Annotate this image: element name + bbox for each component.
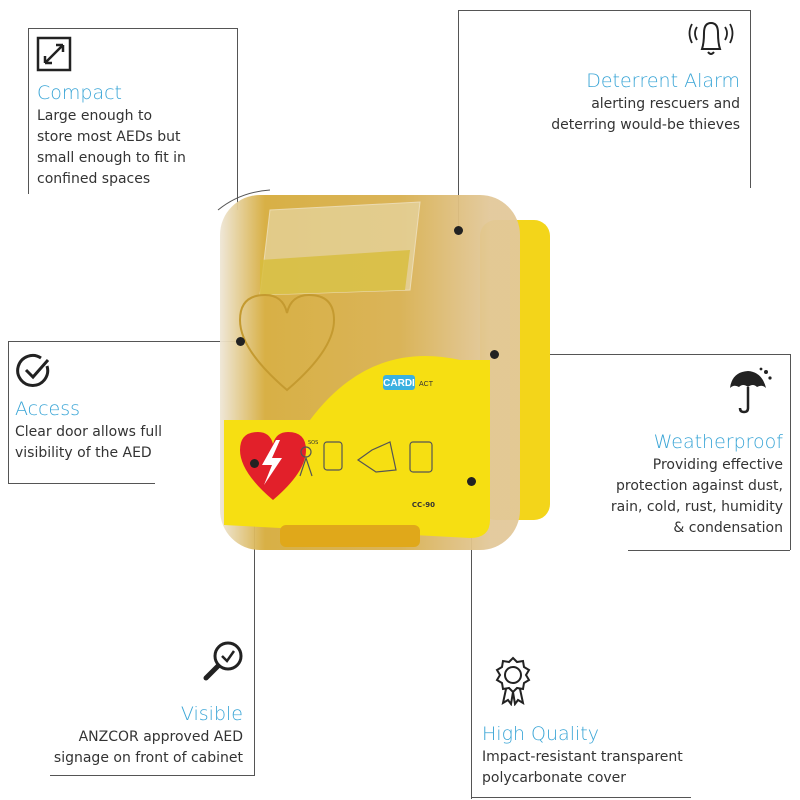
feature-title-visible: Visible	[180, 703, 243, 725]
feature-desc-visible: ANZCOR approved AED signage on front of …	[54, 727, 243, 769]
feature-title-alarm: Deterrent Alarm	[586, 70, 740, 92]
desc-line: protection against dust,	[615, 478, 783, 494]
connector-line	[494, 354, 790, 355]
aed-cabinet-image: CARDI ACT SOS CC-90	[217, 189, 550, 550]
connector-line	[8, 483, 155, 484]
award-badge-icon	[495, 656, 531, 706]
callout-dot	[466, 476, 476, 486]
desc-line: Large enough to	[37, 108, 153, 124]
resize-arrows-icon	[36, 36, 72, 72]
model-label: CC-90	[412, 501, 435, 509]
feature-desc-compact: Large enough to store most AEDs but smal…	[37, 106, 186, 190]
desc-line: & condensation	[673, 520, 783, 536]
connector-line	[254, 463, 255, 775]
magnifier-check-icon	[203, 641, 243, 681]
connector-line	[8, 341, 240, 342]
callout-dot	[249, 458, 259, 468]
feature-desc-weather: Providing effective protection against d…	[611, 455, 783, 539]
feature-title-quality: High Quality	[482, 723, 599, 745]
desc-line: ANZCOR approved AED	[78, 729, 243, 745]
bell-icon	[688, 21, 734, 55]
desc-line: polycarbonate cover	[482, 770, 627, 786]
connector-line	[8, 341, 9, 483]
callout-dot	[235, 336, 245, 346]
desc-line: visibility of the AED	[15, 445, 152, 461]
sos-label: SOS	[308, 440, 318, 446]
feature-desc-alarm: alerting rescuers and deterring would-be…	[551, 94, 740, 136]
connector-line	[471, 797, 691, 798]
brand-suffix: ACT	[419, 381, 434, 388]
connector-line	[458, 10, 459, 230]
connector-line	[471, 481, 472, 799]
connector-line	[458, 10, 751, 11]
umbrella-icon	[730, 367, 772, 414]
connector-line	[628, 550, 790, 551]
feature-title-weather: Weatherproof	[653, 431, 783, 453]
feature-title-access: Access	[15, 398, 81, 420]
callout-dot	[489, 349, 499, 359]
feature-desc-access: Clear door allows full visibility of the…	[15, 422, 162, 464]
connector-line	[790, 354, 791, 550]
connector-line	[50, 775, 255, 776]
desc-line: signage on front of cabinet	[53, 750, 243, 766]
feature-desc-quality: Impact-resistant transparent polycarbona…	[482, 747, 683, 789]
desc-line: store most AEDs but	[37, 129, 181, 145]
desc-line: small enough to fit in	[37, 150, 186, 166]
desc-line: Impact-resistant transparent	[482, 749, 683, 765]
desc-line: deterring would-be thieves	[551, 117, 740, 133]
connector-line	[28, 28, 238, 29]
connector-line	[237, 28, 238, 210]
check-circle-icon	[16, 353, 50, 387]
desc-line: Providing effective	[652, 457, 783, 473]
connector-line	[750, 10, 751, 188]
desc-line: alerting rescuers and	[591, 96, 740, 112]
desc-line: Clear door allows full	[15, 424, 162, 440]
brand-logo: CARDI	[383, 378, 415, 389]
feature-title-compact: Compact	[37, 82, 122, 104]
desc-line: rain, cold, rust, humidity	[610, 499, 783, 515]
connector-line	[28, 28, 29, 194]
desc-line: confined spaces	[37, 171, 151, 187]
callout-dot	[453, 225, 463, 235]
